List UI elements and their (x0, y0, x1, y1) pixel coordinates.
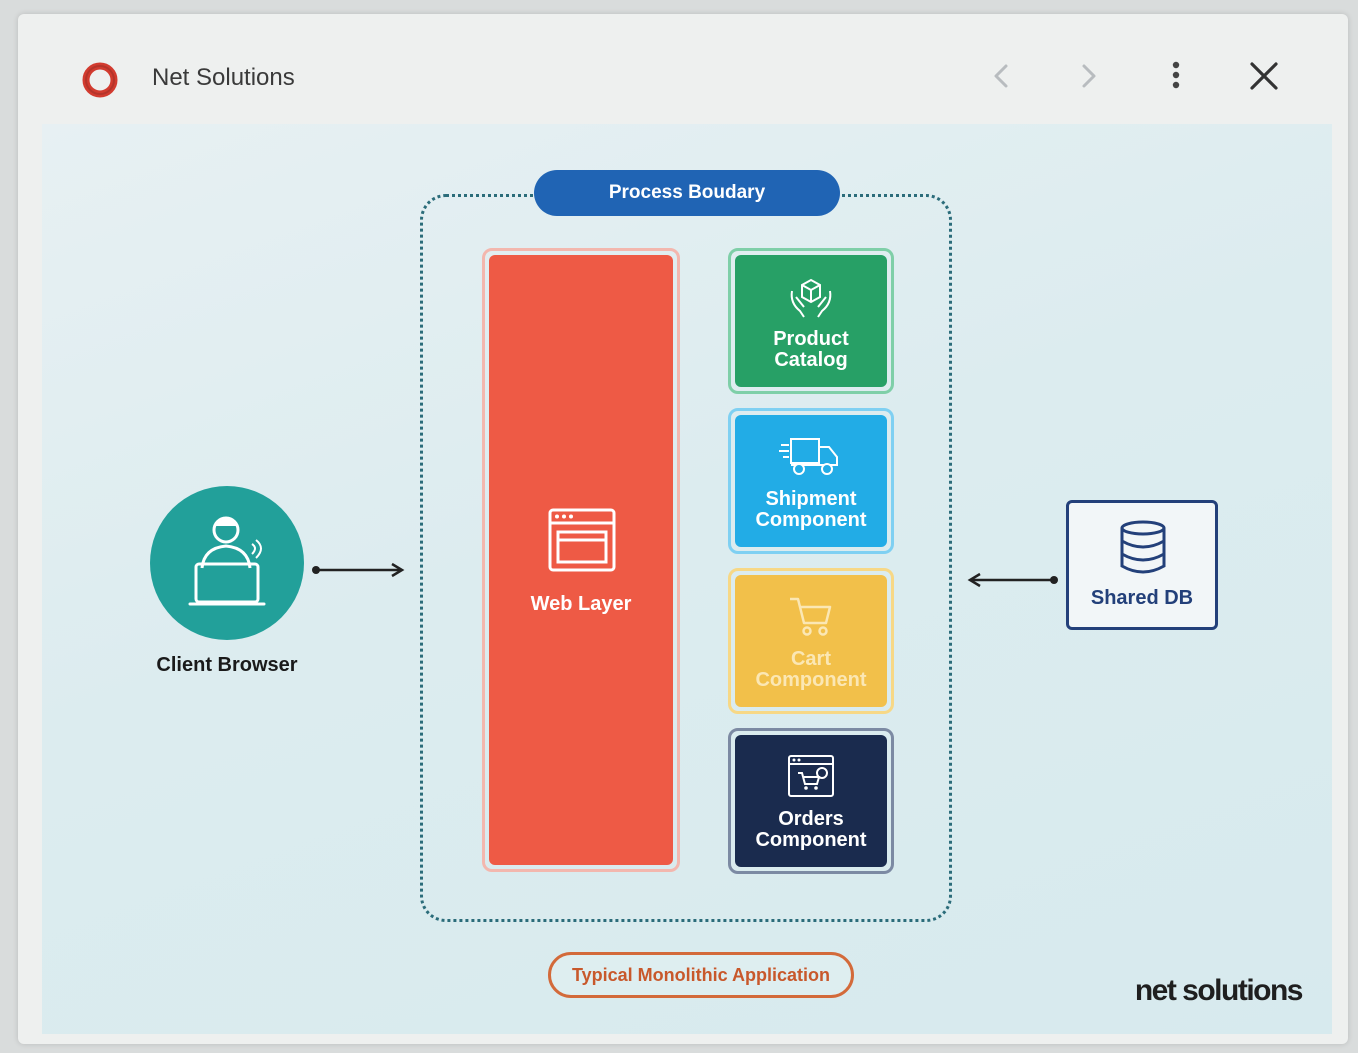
shared-db-node: Shared DB (1066, 500, 1218, 630)
shipment-label-line1: Shipment (765, 488, 857, 510)
orders-label-line1: Orders (778, 808, 844, 830)
app-window: Net Solutions (18, 14, 1348, 1044)
client-to-app-arrow (312, 562, 405, 578)
box-in-hands-icon (790, 278, 832, 318)
opera-icon (82, 62, 118, 98)
delivery-truck-icon (779, 438, 838, 475)
close-icon (1250, 62, 1278, 90)
shipment-component: Shipment Component (728, 408, 894, 554)
process-boundary-label: Process Boudary (534, 170, 840, 216)
menu-button[interactable] (1158, 58, 1194, 94)
close-button[interactable] (1246, 58, 1282, 94)
orders-component: Orders Component (728, 728, 894, 874)
window-title: Net Solutions (152, 64, 295, 91)
cart-label-line1: Cart (790, 648, 831, 670)
diagram-viewer: Client Browser Process Boudary (42, 124, 1332, 1034)
forward-button[interactable] (1070, 58, 1106, 94)
shopping-cart-icon (790, 597, 832, 636)
product-catalog-label-line2: Catalog (774, 349, 848, 371)
client-browser-node (150, 486, 304, 640)
chevron-right-icon (1082, 64, 1096, 88)
cart-component: Cart Component (728, 568, 894, 714)
chevron-left-icon (994, 64, 1008, 88)
product-catalog-component: Product Catalog (728, 248, 894, 394)
net-solutions-logo: net solutions (1134, 974, 1304, 1007)
cart-fill: Cart Component (735, 575, 887, 707)
shipment-fill: Shipment Component (735, 415, 887, 547)
browser-window-icon (548, 508, 616, 572)
web-layer-label: Web Layer (530, 593, 632, 615)
shared-db-label: Shared DB (1090, 587, 1194, 609)
diagram-caption: Typical Monolithic Application (548, 952, 854, 998)
orders-fill: Orders Component (735, 735, 887, 867)
shipment-label-line2: Component (755, 509, 867, 531)
title-bar: Net Solutions (18, 14, 1348, 124)
web-layer-fill: Web Layer (489, 255, 673, 865)
client-browser-label: Client Browser (156, 654, 298, 676)
database-icon (1120, 520, 1166, 574)
db-to-app-arrow (967, 572, 1058, 588)
web-layer-block: Web Layer (482, 248, 680, 872)
user-laptop-icon (188, 516, 266, 606)
back-button[interactable] (984, 58, 1020, 94)
order-window-icon (788, 755, 834, 797)
product-catalog-fill: Product Catalog (735, 255, 887, 387)
kebab-menu-icon (1172, 61, 1180, 89)
orders-label-line2: Component (755, 829, 867, 851)
cart-label-line2: Component (755, 669, 867, 691)
product-catalog-label-line1: Product (773, 328, 849, 350)
